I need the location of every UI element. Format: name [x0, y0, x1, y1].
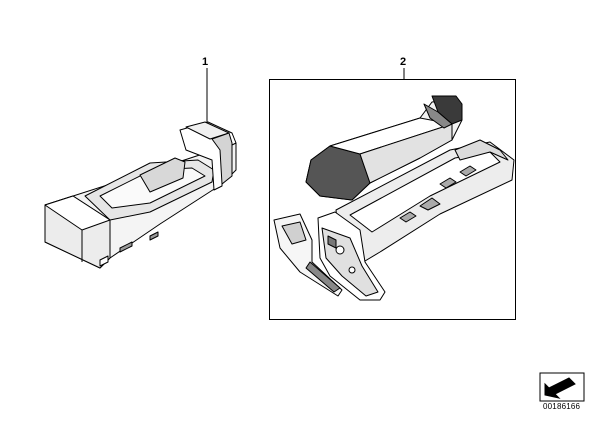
arrow-symbol-icon: [539, 372, 585, 402]
callout-2: 2: [400, 56, 407, 68]
part-2-phone-adapter: [305, 95, 463, 201]
part-2-group-frame: [269, 79, 516, 320]
image-code: 00186166: [543, 402, 581, 411]
part-2-cradle-base: [273, 139, 515, 301]
callout-1: 1: [202, 56, 209, 68]
part-1-cradle: [44, 121, 237, 269]
